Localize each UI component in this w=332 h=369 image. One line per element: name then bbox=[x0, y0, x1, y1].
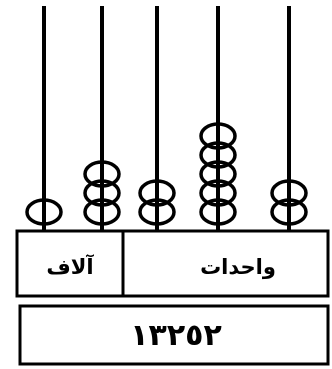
abacus-beads bbox=[27, 124, 306, 224]
number-value: ١٣٢٥٢ bbox=[130, 318, 222, 353]
units-label: واحدات bbox=[200, 255, 276, 279]
abacus-rods bbox=[44, 6, 289, 231]
thousands-label: آلاف bbox=[46, 254, 94, 279]
